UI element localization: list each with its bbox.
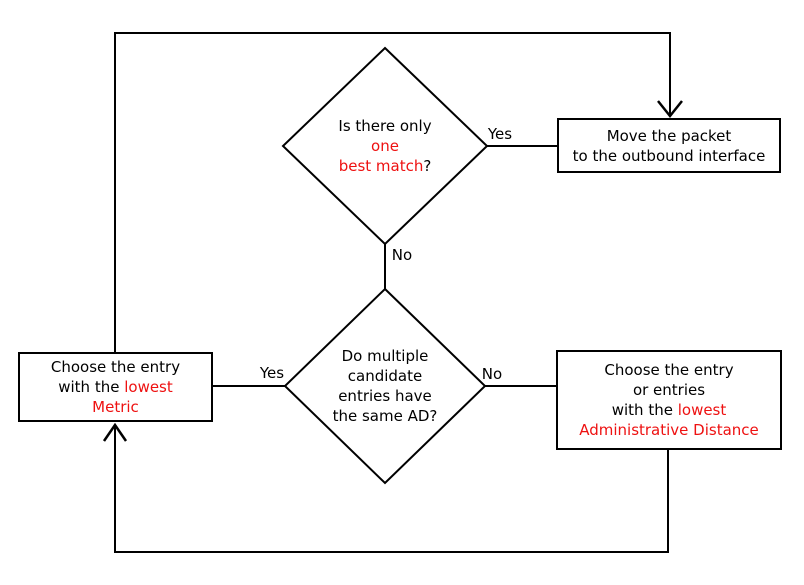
process-metric-box: Choose the entry with the lowest Metric	[18, 352, 213, 422]
decision-line-highlight: one	[371, 137, 399, 155]
process-line: Choose the entry	[604, 361, 734, 379]
process-highlight-line: Metric	[92, 398, 139, 416]
decision-same-ad-text: Do multiple candidate entries have the s…	[285, 346, 485, 426]
process-highlight-line: Administrative Distance	[579, 421, 759, 439]
decision-line: the same AD?	[332, 407, 438, 425]
process-line-mixed: with the lowest	[58, 377, 173, 397]
decision-line: Do multiple	[341, 347, 429, 365]
edge-label-no-best-match: No	[391, 246, 413, 264]
process-line: Move the packet	[606, 126, 732, 145]
decision-line: Is there only	[338, 117, 432, 135]
edge-label-yes-same-ad: Yes	[259, 364, 285, 382]
edge-label-yes-best-match: Yes	[487, 125, 513, 143]
process-highlight-text: lowest	[124, 378, 173, 396]
process-highlight-text: lowest	[677, 401, 727, 419]
decision-highlight-text: best match	[338, 157, 424, 175]
process-line: Choose the entry	[50, 358, 181, 376]
process-line: or entries	[632, 381, 706, 399]
decision-line: entries have	[338, 387, 432, 405]
connector-metric-to-outbound	[114, 32, 671, 352]
connector-ad-to-metric	[114, 426, 669, 553]
decision-best-match-shape	[281, 46, 489, 246]
decision-line-mixed: best match?	[285, 156, 485, 176]
decision-same-ad-shape	[283, 287, 487, 485]
decision-best-match-text: Is there only one best match?	[285, 116, 485, 176]
edge-label-no-same-ad: No	[481, 365, 503, 383]
process-line-mixed: with the lowest	[612, 400, 727, 420]
process-ad-box: Choose the entry or entries with the low…	[556, 350, 782, 450]
arrowhead-up-icon	[102, 422, 128, 442]
arrowhead-down-icon	[657, 100, 683, 119]
process-outbound-box: Move the packet to the outbound interfac…	[557, 118, 781, 173]
decision-suffix-text: ?	[423, 157, 432, 175]
process-text: with the	[611, 401, 678, 419]
decision-line: candidate	[347, 367, 423, 385]
process-line: to the outbound interface	[572, 146, 766, 165]
process-text: with the	[58, 378, 125, 396]
